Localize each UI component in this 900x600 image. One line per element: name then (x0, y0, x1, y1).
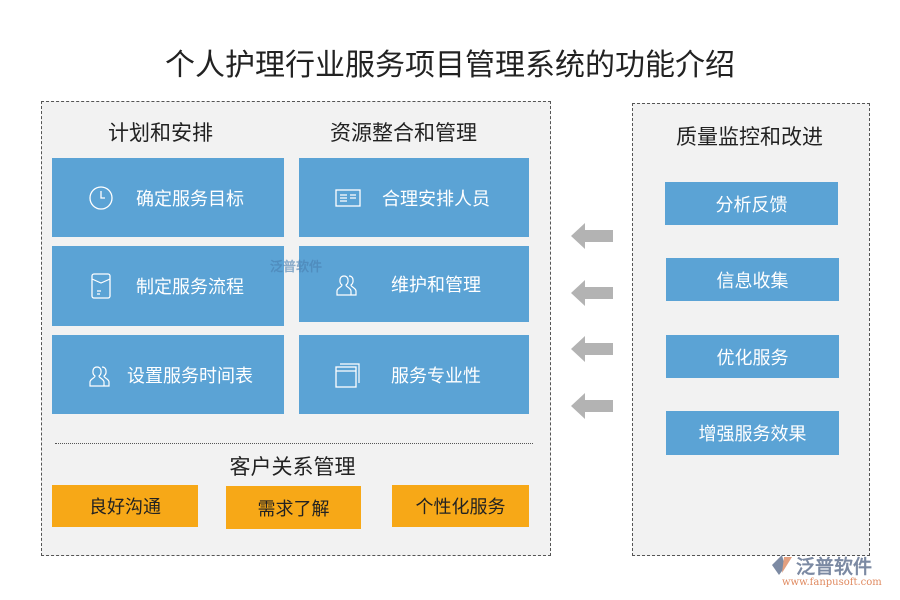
crm-item-personalized: 个性化服务 (392, 485, 529, 527)
logo-mark-icon (772, 555, 792, 575)
resource-item-maintain: 维护和管理 (299, 246, 529, 322)
quality-item-optimize: 优化服务 (666, 335, 839, 378)
arrow-left-icon (571, 336, 613, 362)
resource-item-staffing: 合理安排人员 (299, 158, 529, 237)
windows-icon (333, 360, 363, 390)
resource-section-title: 资源整合和管理 (330, 121, 477, 145)
watermark: 泛普软件 (270, 260, 323, 275)
quality-section-title: 质量监控和改进 (676, 125, 823, 149)
crm-item-needs: 需求了解 (226, 486, 361, 529)
users-icon (86, 360, 116, 390)
plan-item-label: 确定服务目标 (136, 188, 244, 210)
document-icon (86, 271, 116, 301)
plan-item-define-process: 制定服务流程 (52, 246, 284, 326)
divider (55, 443, 533, 444)
plan-item-schedule: 设置服务时间表 (52, 335, 284, 414)
quality-item-info: 信息收集 (666, 258, 839, 301)
clock-icon (86, 183, 116, 213)
resource-item-professional: 服务专业性 (299, 335, 529, 414)
id-card-icon (333, 183, 363, 213)
logo-name: 泛普软件 (796, 556, 873, 578)
quality-item-enhance: 增强服务效果 (666, 411, 839, 455)
right-panel (632, 103, 870, 556)
plan-section-title: 计划和安排 (108, 121, 213, 145)
plan-item-label: 设置服务时间表 (127, 365, 253, 387)
resource-item-label: 合理安排人员 (382, 188, 490, 210)
crm-item-communication: 良好沟通 (52, 485, 198, 527)
resource-item-label: 服务专业性 (391, 365, 481, 387)
quality-item-feedback: 分析反馈 (665, 182, 838, 225)
arrow-left-icon (571, 393, 613, 419)
page-title: 个人护理行业服务项目管理系统的功能介绍 (165, 48, 735, 83)
plan-item-set-goals: 确定服务目标 (52, 158, 284, 237)
plan-item-label: 制定服务流程 (136, 277, 244, 298)
arrow-left-icon (571, 280, 613, 306)
users-icon (333, 269, 363, 299)
crm-section-title: 客户关系管理 (229, 455, 356, 479)
logo-url: www.fanpusoft.com (782, 577, 882, 588)
resource-item-label: 维护和管理 (391, 275, 481, 296)
arrow-left-icon (571, 223, 613, 249)
